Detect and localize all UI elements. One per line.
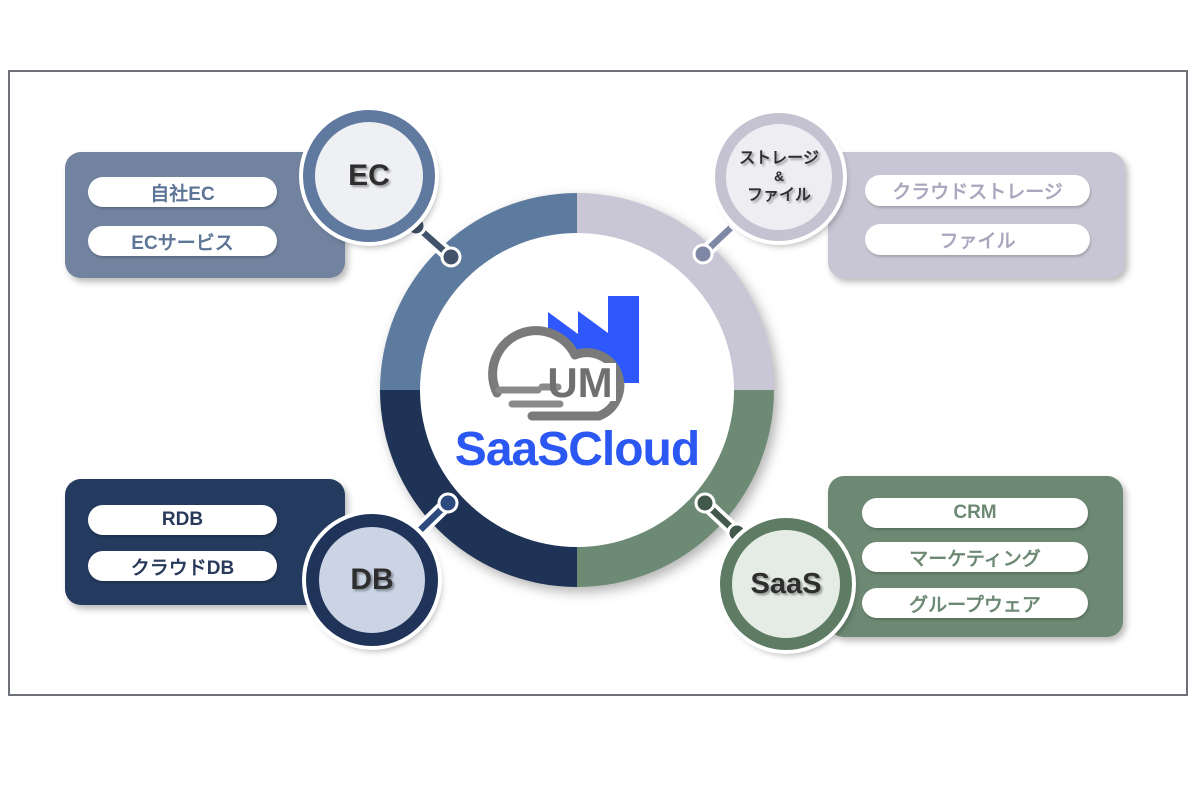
um-text-backplate [536, 363, 616, 401]
ec-item-pill: ECサービス [88, 226, 277, 256]
saas-item-pill: グループウェア [862, 588, 1088, 618]
ec-item-pill: 自社EC [88, 177, 277, 207]
db-group-box: RDB クラウドDB [65, 479, 345, 605]
ec-node-circle: EC [303, 110, 435, 242]
saas-item-pill: マーケティング [862, 542, 1088, 572]
storage-item-pill: クラウドストレージ [865, 175, 1090, 206]
hub-title: SaaSCloud [454, 423, 700, 476]
ec-group-box: 自社EC ECサービス [65, 152, 345, 278]
db-node-label: DB [350, 563, 394, 596]
storage-group-box: クラウドストレージ ファイル [828, 152, 1125, 278]
saas-item-pill: CRM [862, 498, 1088, 528]
db-node-circle: DB [306, 514, 438, 646]
saas-group-box: CRM マーケティング グループウェア [828, 476, 1123, 637]
db-item-pill: クラウドDB [88, 551, 277, 581]
saascloud-logo: UM [488, 296, 639, 421]
storage-item-pill: ファイル [865, 224, 1090, 255]
saas-node-label: SaaS [750, 567, 822, 600]
storage-node-label: ストレージ & ファイル [739, 149, 819, 204]
saas-node-circle: SaaS [720, 518, 852, 650]
storage-node-circle: ストレージ & ファイル [715, 113, 843, 241]
ec-node-label: EC [348, 159, 390, 192]
db-item-pill: RDB [88, 505, 277, 535]
um-logo-text: UM [547, 359, 612, 406]
